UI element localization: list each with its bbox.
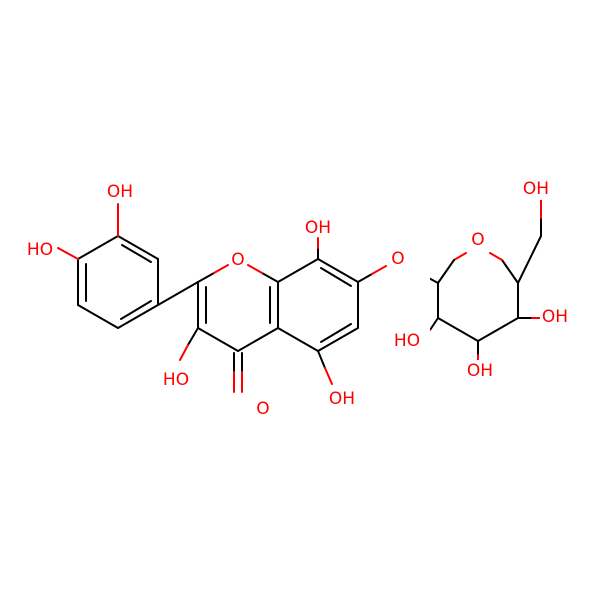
ring-oxygen-pyranone-label: O [231, 250, 244, 270]
bond [261, 272, 279, 283]
oh-3prime-label: OH [107, 182, 133, 202]
bond [277, 258, 319, 283]
bond [197, 327, 239, 352]
bond [187, 327, 199, 346]
bond [237, 327, 279, 352]
bond-to-oxygen [371, 265, 387, 275]
ring-oxygen-sugar-label: O [471, 230, 484, 250]
bond [117, 235, 159, 260]
bond-to-oxygen [453, 252, 467, 261]
glycosidic-oxygen-label: O [391, 249, 404, 269]
bond [157, 281, 199, 306]
bond [77, 304, 119, 329]
core-geometry [20, 170, 430, 440]
double-bond-inner [121, 244, 152, 263]
oh-8-label: OH [305, 218, 331, 238]
bond [77, 235, 119, 260]
oh-sugar-2-label: HO [394, 331, 420, 351]
bond-to-oxygen [213, 264, 229, 274]
bond-to-oxygen [489, 252, 503, 261]
bond [317, 258, 359, 283]
double-bond-inner [120, 300, 152, 320]
bond [317, 350, 326, 369]
oh-ch2-label: OH [523, 179, 549, 199]
bond [357, 273, 373, 283]
atom-labels: OH HO OH O O O OH HO O OH HO OH OH [27, 179, 568, 419]
bond [437, 317, 479, 342]
double-bond-inner [320, 267, 352, 287]
carbonyl-oxygen-label: O [256, 399, 269, 419]
bond-to-oxygen [324, 367, 333, 385]
oh-sugar-3-label: OH [467, 361, 493, 381]
bond [437, 259, 455, 284]
double-bond-inner [320, 323, 352, 343]
bond [317, 327, 359, 352]
bond [197, 272, 215, 283]
bond [117, 304, 159, 329]
bond-to-oxygen [179, 344, 189, 361]
oh-sugar-4-label: OH [542, 307, 568, 327]
bond-to-oxygen [57, 247, 79, 260]
bond [501, 259, 519, 284]
oh-4prime-label: HO [27, 240, 53, 260]
bond-to-oxygen [247, 264, 263, 274]
bond [477, 317, 519, 342]
oh-3-label: HO [163, 370, 189, 390]
oh-5-label: OH [329, 389, 355, 409]
bond [277, 327, 319, 352]
bond [429, 317, 439, 331]
bond [517, 235, 542, 284]
